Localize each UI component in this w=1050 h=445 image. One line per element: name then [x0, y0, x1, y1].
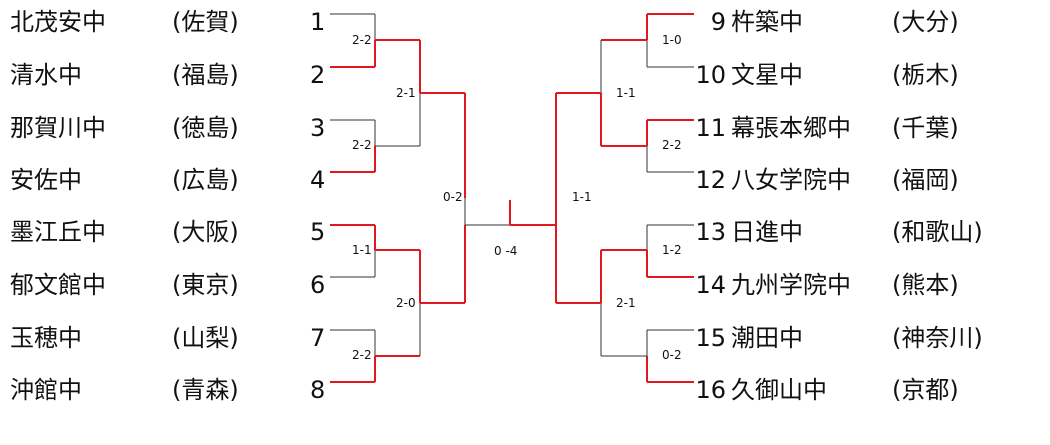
match-score: 2-2: [662, 138, 682, 152]
left-team-row: 那賀川中 (徳島) 3: [0, 108, 340, 148]
team-name: 文星中: [731, 61, 803, 89]
team-prefecture: (和歌山): [892, 218, 983, 246]
team-seed: 15: [695, 324, 726, 352]
left-team-row: 沖館中 (青森) 8: [0, 370, 340, 410]
team-seed: 14: [695, 271, 726, 299]
team-name: 清水中: [10, 61, 82, 89]
team-seed: 3: [310, 114, 326, 142]
team-seed: 12: [695, 166, 726, 194]
team-seed: 7: [310, 324, 326, 352]
match-score: 2-2: [352, 138, 372, 152]
team-prefecture: (福岡): [892, 166, 959, 194]
right-team-row: 12 八女学院中 (福岡): [0, 160, 1040, 200]
team-seed: 1: [310, 8, 326, 36]
team-seed: 11: [695, 114, 726, 142]
team-seed: 4: [310, 166, 326, 194]
team-prefecture: (栃木): [892, 61, 959, 89]
right-team-row: 14 九州学院中 (熊本): [0, 265, 1040, 305]
team-name: 幕張本郷中: [731, 114, 851, 142]
right-team-row: 15 潮田中 (神奈川): [0, 318, 1040, 358]
right-team-row: 10 文星中 (栃木): [0, 55, 1040, 95]
team-prefecture: (徳島): [172, 114, 239, 142]
left-team-row: 郁文館中 (東京) 6: [0, 265, 340, 305]
right-team-row: 13 日進中 (和歌山): [0, 212, 1040, 252]
right-team-row: 11 幕張本郷中 (千葉): [0, 108, 1040, 148]
team-prefecture: (京都): [892, 376, 959, 404]
team-seed: 13: [695, 218, 726, 246]
team-prefecture: (千葉): [892, 114, 959, 142]
team-prefecture: (神奈川): [892, 324, 983, 352]
team-seed: 6: [310, 271, 326, 299]
right-team-row: 9 杵築中 (大分): [0, 2, 1040, 42]
team-prefecture: (福島): [172, 61, 239, 89]
team-name: 那賀川中: [10, 114, 106, 142]
team-prefecture: (山梨): [172, 324, 239, 352]
match-score: 1-1: [616, 86, 636, 100]
team-seed: 9: [710, 8, 726, 36]
match-score: 1-1: [572, 190, 592, 204]
team-prefecture: (大阪): [172, 218, 239, 246]
team-name: 安佐中: [10, 166, 82, 194]
team-name: 日進中: [731, 218, 803, 246]
match-score: 1-1: [352, 243, 372, 257]
team-seed: 10: [695, 61, 726, 89]
team-seed: 16: [695, 376, 726, 404]
left-team-row: 清水中 (福島) 2: [0, 55, 340, 95]
left-team-row: 玉穂中 (山梨) 7: [0, 318, 340, 358]
match-score: 2-2: [352, 348, 372, 362]
team-name: 玉穂中: [10, 324, 82, 352]
match-score: 0 -4: [494, 244, 518, 258]
team-prefecture: (広島): [172, 166, 239, 194]
right-team-row: 16 久御山中 (京都): [0, 370, 1040, 410]
team-name: 杵築中: [731, 8, 803, 36]
team-name: 八女学院中: [731, 166, 851, 194]
team-name: 潮田中: [731, 324, 803, 352]
team-prefecture: (青森): [172, 376, 239, 404]
left-team-row: 墨江丘中 (大阪) 5: [0, 212, 340, 252]
team-name: 北茂安中: [10, 8, 106, 36]
team-prefecture: (佐賀): [172, 8, 239, 36]
left-team-row: 安佐中 (広島) 4: [0, 160, 340, 200]
team-name: 九州学院中: [731, 271, 851, 299]
match-score: 2-1: [616, 296, 636, 310]
match-score: 2-0: [396, 296, 416, 310]
match-score: 2-1: [396, 86, 416, 100]
team-name: 郁文館中: [10, 271, 106, 299]
team-seed: 2: [310, 61, 326, 89]
team-prefecture: (東京): [172, 271, 239, 299]
team-name: 久御山中: [731, 376, 827, 404]
team-seed: 8: [310, 376, 326, 404]
match-score: 2-2: [352, 33, 372, 47]
team-seed: 5: [310, 218, 326, 246]
team-prefecture: (大分): [892, 8, 959, 36]
left-team-row: 北茂安中 (佐賀) 1: [0, 2, 340, 42]
team-name: 墨江丘中: [10, 218, 106, 246]
match-score: 0-2: [443, 190, 463, 204]
team-prefecture: (熊本): [892, 271, 959, 299]
team-name: 沖館中: [10, 376, 82, 404]
match-score: 0-2: [662, 348, 682, 362]
match-score: 1-0: [662, 33, 682, 47]
match-score: 1-2: [662, 243, 682, 257]
